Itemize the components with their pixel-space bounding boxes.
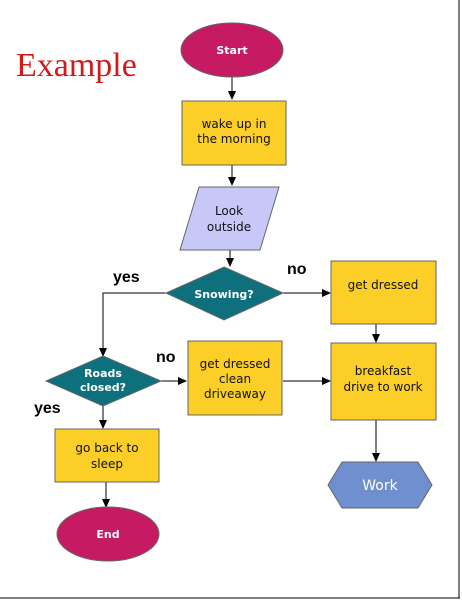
start-shape	[180, 22, 284, 78]
clean-driveway-line-2: clean	[219, 372, 251, 386]
snowing-shape	[164, 266, 285, 321]
clean-driveway-line-3: driveaway	[204, 387, 266, 401]
title: Example	[16, 47, 137, 84]
go-back-line-2: sleep	[91, 457, 123, 471]
roads-closed-shape	[44, 355, 163, 407]
node-look-outside: Look outside	[179, 186, 280, 251]
clean-driveway-line-1: get dressed	[200, 357, 271, 371]
node-get-dressed: get dressed	[330, 260, 437, 325]
breakfast-shape	[330, 342, 437, 421]
go-back-line-1: go back to	[75, 441, 138, 455]
look-outside-line-1: Look	[215, 204, 243, 218]
wake-up-line-1: wake up in	[202, 117, 267, 131]
roads-closed-line-1: Roads	[84, 367, 122, 380]
snowing-label: Snowing?	[194, 288, 253, 301]
breakfast-line-2: drive to work	[343, 380, 422, 394]
clean-driveway-shape	[187, 340, 283, 416]
go-back-shape	[54, 428, 160, 483]
node-wake-up: wake up in the morning	[181, 100, 287, 166]
work-shape	[327, 461, 433, 509]
roads-closed-line-2: closed?	[80, 381, 126, 394]
get-dressed-shape	[330, 260, 437, 325]
node-go-back-to-sleep: go back to sleep	[54, 428, 160, 483]
node-clean-driveway: get dressed clean driveaway	[187, 340, 283, 416]
end-shape	[56, 506, 160, 562]
breakfast-line-1: breakfast	[355, 364, 412, 378]
edge-label-yes-roads: yes	[34, 400, 61, 417]
look-outside-shape	[179, 186, 280, 251]
node-snowing: Snowing?	[164, 266, 285, 321]
node-breakfast: breakfast drive to work	[330, 342, 437, 421]
edge-label-no-roads: no	[156, 349, 176, 366]
node-start: Start	[180, 22, 284, 78]
end-label: End	[96, 528, 119, 541]
edges	[99, 77, 380, 508]
edge-snowing-roads	[99, 292, 166, 357]
start-label: Start	[216, 44, 247, 57]
work-label: Work	[362, 478, 398, 494]
wake-up-line-2: the morning	[197, 132, 270, 146]
wake-up-shape	[181, 100, 287, 166]
node-roads-closed: Roads closed?	[44, 355, 163, 407]
edge-label-yes-snowing: yes	[113, 269, 140, 286]
look-outside-line-2: outside	[207, 220, 251, 234]
node-end: End	[56, 506, 160, 562]
get-dressed-label: get dressed	[348, 278, 419, 292]
node-work: Work	[327, 461, 433, 509]
edge-label-no-snowing: no	[287, 261, 307, 278]
